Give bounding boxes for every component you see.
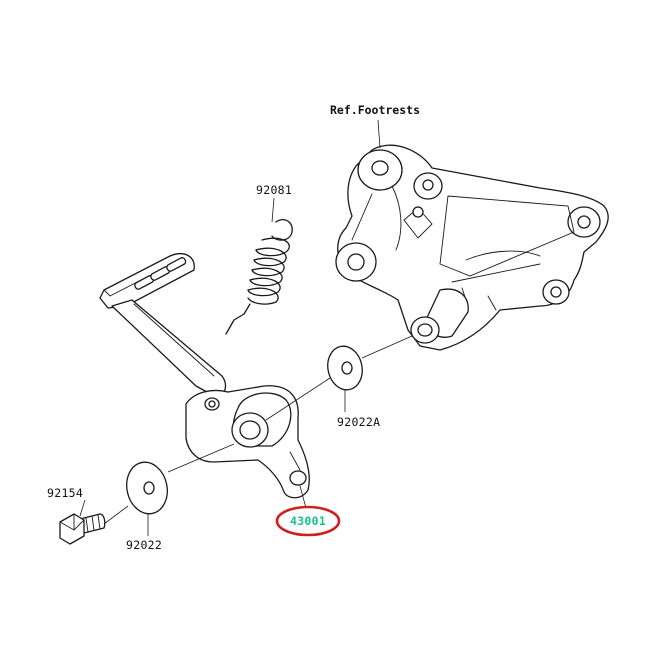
brake-pedal	[99, 253, 310, 499]
washer-92022	[126, 461, 168, 515]
part-number-spring: 92081	[256, 183, 292, 197]
return-spring	[225, 218, 293, 335]
assembly-axis-lines	[103, 335, 413, 525]
highlighted-part-callout[interactable]: 43001	[275, 505, 341, 537]
part-number-washer-a: 92022A	[337, 415, 380, 429]
part-number-washer: 92022	[126, 538, 162, 552]
footrest-bracket	[335, 144, 609, 351]
part-number-bolt: 92154	[47, 486, 83, 500]
bolt-92154	[59, 513, 106, 545]
leader-lines	[79, 119, 381, 536]
highlight-ring	[275, 505, 341, 537]
part-number-brake-pedal: 43001	[290, 514, 326, 528]
washer-92022a	[327, 345, 363, 391]
ref-footrests-label: Ref.Footrests	[330, 103, 420, 117]
